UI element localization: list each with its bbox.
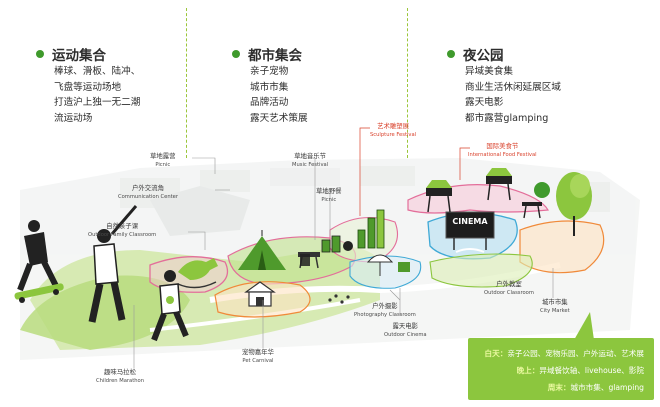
schedule-value: 异域餐饮轴、livehouse、影院 [539,366,644,375]
cinema-sign: CINEMA [452,217,488,226]
section-divider-2 [407,8,408,158]
section-title-city-gathering: 都市集会 [232,44,302,64]
pet-house-icon [244,281,276,307]
schedule-row-day: 白天：亲子公园、宠物乐园、户外运动、艺术展 [485,348,644,359]
desc-line: 飞盘等运动场地 [54,81,122,93]
paw-prints-icon [328,294,350,304]
desc-line: 打造沪上独一无二潮 [54,97,141,108]
desc-line: 露天电影 [465,97,504,108]
desc-line: 品牌活动 [250,97,289,108]
photo-umbrella-icon [366,254,410,276]
zone-outdoor-class [429,253,533,288]
schedule-row-weekend: 周末：城市市集、glamping [548,382,644,393]
desc-line: 流运动场 [54,112,93,124]
schedule-key: 晚上： [516,366,540,375]
section-title-sports: 运动集合 [36,44,106,64]
desc-line: 棒球、滑板、陆冲、 [54,66,141,77]
tent-icon [238,230,286,270]
section-desc-night-park: 异域美食集 商业生活休闲延展区域 露天电影 都市露营glamping [465,64,561,126]
sculpture-icon [357,209,385,249]
desc-line: 城市市集 [250,81,289,93]
schedule-callout: 白天：亲子公园、宠物乐园、户外运动、艺术展 晚上：异域餐饮轴、livehouse… [468,338,654,400]
schedule-key: 白天： [484,349,508,358]
desc-line: 亲子宠物 [250,66,289,77]
rocking-horse-icon [177,258,218,289]
section-desc-sports: 棒球、滑板、陆冲、 飞盘等运动场地 打造沪上独一无二潮 流运动场 [54,64,140,126]
bullet-dot-icon [36,50,44,58]
runner-figure-icon [151,270,189,342]
section-divider-1 [186,8,187,158]
bullet-dot-icon [232,50,240,58]
food-kiosk-icon [426,168,512,213]
lawn-left [20,275,190,350]
desc-line: 都市露营glamping [465,112,549,124]
drum-kit-icon [300,235,353,266]
section-desc-city-gathering: 亲子宠物 城市市集 品牌活动 露天艺术策展 [250,64,308,126]
desc-line: 商业生活休闲延展区域 [465,81,561,93]
zone-market [519,220,605,274]
skateboarder-figure-icon [14,220,64,303]
desc-line: 露天艺术策展 [250,112,308,124]
section-title-night-park: 夜公园 [447,44,504,64]
baseball-player-figure-icon [88,205,138,323]
desc-line: 异域美食集 [465,66,513,77]
cinema-screen-icon [445,211,495,253]
bullet-dot-icon [447,50,455,58]
schedule-value: 城市市集、glamping [570,383,644,392]
market-table-icon [522,202,542,219]
schedule-key: 周末： [547,383,571,392]
schedule-value: 亲子公园、宠物乐园、户外运动、艺术展 [507,349,644,358]
callout-pointer-icon [574,312,594,340]
tree-icon [534,172,592,236]
schedule-row-night: 晚上：异域餐饮轴、livehouse、影院 [517,365,644,376]
